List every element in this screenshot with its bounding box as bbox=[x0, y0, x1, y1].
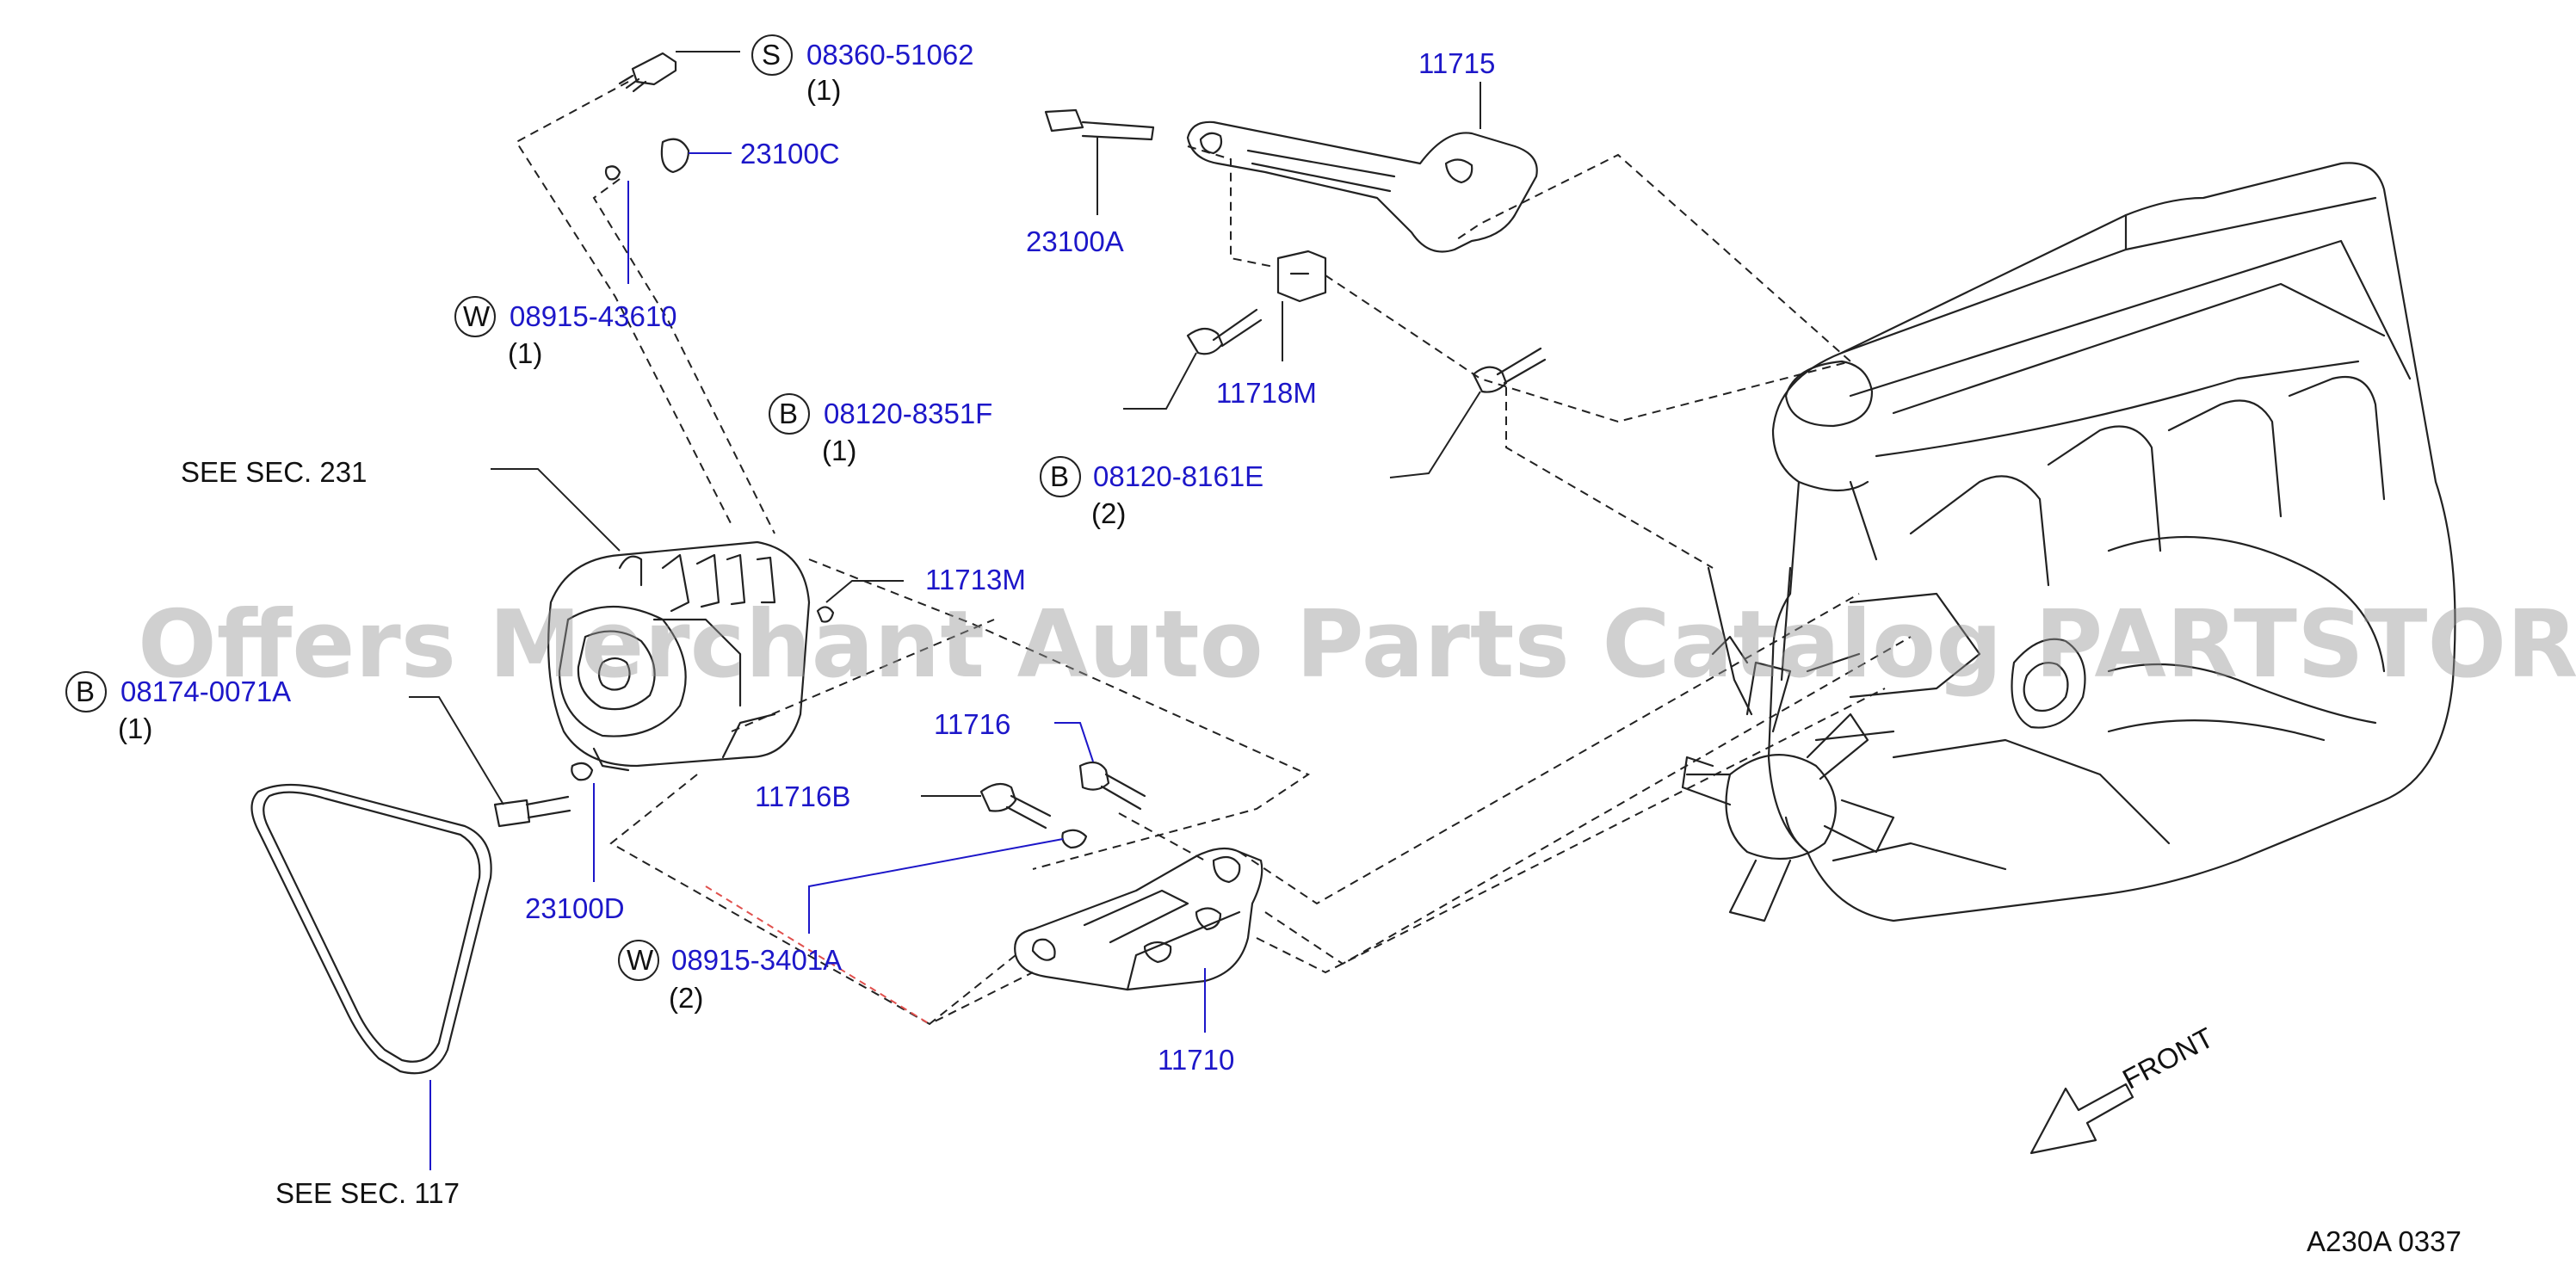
lower-bracket bbox=[1014, 847, 1263, 991]
part-label-08915-43610[interactable]: 08915-43610 bbox=[510, 300, 677, 332]
section-reference[interactable]: SEE SEC. 117 bbox=[275, 1177, 460, 1209]
prefix-letter-w: W bbox=[463, 300, 491, 332]
prefix-letter-b: B bbox=[76, 676, 96, 707]
part-label-11713m[interactable]: 11713M bbox=[925, 564, 1026, 595]
part-label-11710[interactable]: 11710 bbox=[1158, 1044, 1235, 1076]
drawing-code: A230A 0337 bbox=[2307, 1225, 2462, 1257]
quantity-label: (1) bbox=[806, 74, 842, 106]
part-label-11718m[interactable]: 11718M bbox=[1216, 377, 1317, 409]
part-label-23100a[interactable]: 23100A bbox=[1026, 225, 1124, 257]
bolts bbox=[493, 52, 1547, 849]
part-label-11716[interactable]: 11716 bbox=[934, 708, 1011, 740]
engine-block bbox=[1767, 162, 2456, 922]
drive-belt bbox=[250, 783, 492, 1075]
alternator bbox=[547, 540, 811, 772]
quantity-label: (1) bbox=[822, 435, 857, 466]
part-label-23100c[interactable]: 23100C bbox=[740, 138, 840, 170]
quantity-label: (1) bbox=[118, 713, 153, 744]
upper-bracket bbox=[1186, 120, 1538, 253]
part-label-08174-0071a[interactable]: 08174-0071A bbox=[120, 676, 292, 707]
dashed-assembly-lines bbox=[515, 81, 1912, 1026]
prefix-letter-w: W bbox=[627, 944, 654, 976]
part-label-08120-8161e[interactable]: 08120-8161E bbox=[1093, 460, 1264, 492]
part-label-08120-8351f[interactable]: 08120-8351F bbox=[824, 398, 993, 429]
section-reference[interactable]: SEE SEC. 231 bbox=[181, 456, 368, 488]
prefix-letter-s: S bbox=[762, 39, 781, 71]
prefix-letter-b: B bbox=[1050, 460, 1070, 492]
part-label-08915-3401a[interactable]: 08915-3401A bbox=[671, 944, 843, 976]
part-label-11715[interactable]: 11715 bbox=[1418, 47, 1496, 79]
prefix-circles bbox=[65, 34, 1081, 981]
quantity-label: (1) bbox=[508, 337, 543, 369]
part-label-08360-51062[interactable]: 08360-51062 bbox=[806, 39, 974, 71]
leader-lines bbox=[409, 51, 1481, 1170]
front-arrow bbox=[2029, 1083, 2134, 1155]
cooling-fan bbox=[1681, 566, 1895, 922]
quantity-label: (2) bbox=[669, 982, 704, 1014]
quantity-label: (2) bbox=[1091, 497, 1127, 529]
prefix-letter-b: B bbox=[779, 398, 799, 429]
spacer-block bbox=[1276, 250, 1327, 303]
part-label-23100d[interactable]: 23100D bbox=[525, 892, 625, 924]
part-label-11716b[interactable]: 11716B bbox=[755, 780, 851, 812]
